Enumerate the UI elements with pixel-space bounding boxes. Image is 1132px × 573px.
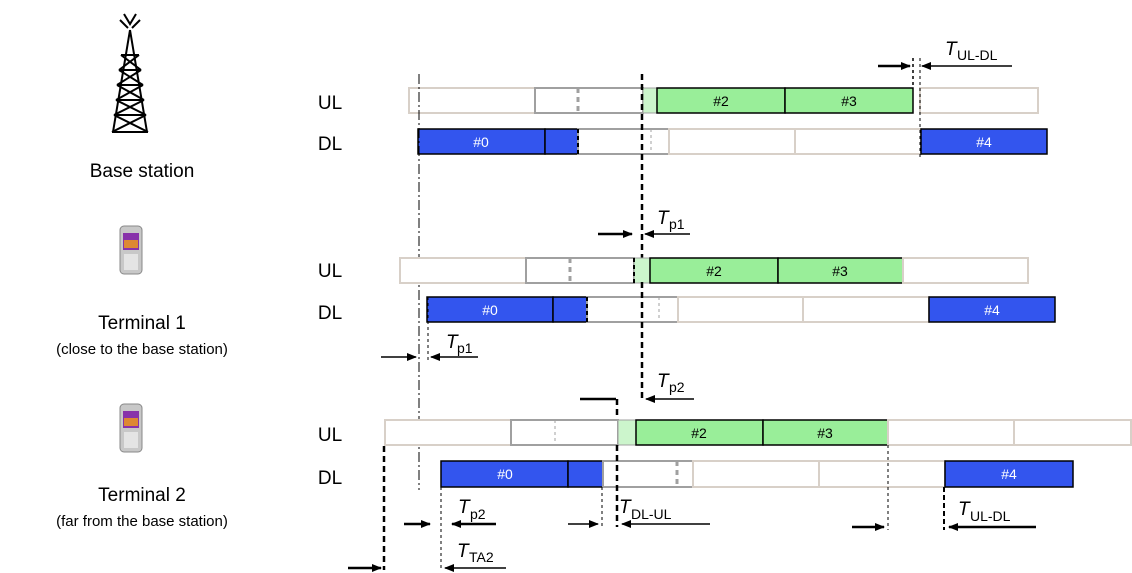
t2-dl-row: #0 #4 bbox=[440, 460, 1074, 488]
base-dl-subframe-0-label: #0 bbox=[473, 134, 489, 150]
t-p2-upper-symbol: T bbox=[657, 371, 670, 392]
base-station-label: Base station bbox=[90, 161, 195, 182]
t1-dl-row: #0 #4 bbox=[426, 296, 1056, 323]
t2-dl-subframe-4 bbox=[944, 460, 1074, 488]
t-p1-upper-annotation: T p1 bbox=[598, 208, 690, 238]
t-ta2-subscript: TA2 bbox=[469, 549, 494, 565]
t-p1-upper-subscript: p1 bbox=[669, 216, 685, 232]
terminal-1-note: (close to the base station) bbox=[56, 341, 228, 358]
t-ul-dl-lower-subscript: UL-DL bbox=[970, 508, 1011, 524]
ul-label-t1: UL bbox=[318, 261, 342, 282]
base-ul-subframe-2-label: #2 bbox=[713, 93, 729, 109]
t-dl-ul-annotation: T DL-UL bbox=[568, 497, 710, 528]
base-station-tower-icon bbox=[111, 13, 149, 133]
t1-dl-subframe-4-label: #4 bbox=[984, 302, 1000, 318]
terminal-2-label: Terminal 2 bbox=[98, 485, 186, 506]
t1-dl-subframe-0 bbox=[426, 296, 554, 323]
t-p2-lower-subscript: p2 bbox=[470, 506, 486, 522]
t-p1-lower-symbol: T bbox=[446, 332, 459, 353]
ul-label-t2: UL bbox=[318, 425, 342, 446]
base-ul-subframe-3-label: #3 bbox=[841, 93, 857, 109]
t-p1-upper-symbol: T bbox=[657, 208, 670, 229]
t-p2-lower-annotation: T p2 bbox=[404, 497, 496, 528]
dl-label-t1: DL bbox=[318, 303, 342, 324]
base-ul-row: #2 #3 bbox=[408, 87, 1039, 114]
terminal-2-phone-icon bbox=[119, 403, 143, 453]
base-dl-subframe-4-label: #4 bbox=[976, 134, 992, 150]
dl-label-t2: DL bbox=[318, 468, 342, 489]
t-p2-lower-symbol: T bbox=[458, 497, 471, 518]
t-ul-dl-top-annotation: T UL-DL bbox=[878, 39, 1012, 160]
base-dl-subframe-4 bbox=[920, 128, 1048, 155]
t-dl-ul-subscript: DL-UL bbox=[631, 506, 672, 522]
t2-ul-subframe-2-label: #2 bbox=[691, 425, 707, 441]
t2-ul-row: #2 #3 bbox=[384, 419, 1132, 446]
dl-label-base: DL bbox=[318, 134, 342, 155]
t1-dl-subframe-4 bbox=[928, 296, 1056, 323]
t1-ul-subframe-3-label: #3 bbox=[832, 263, 848, 279]
t-ta2-symbol: T bbox=[457, 541, 470, 562]
t1-ul-subframe-3 bbox=[777, 257, 904, 284]
t-p2-upper-subscript: p2 bbox=[669, 379, 685, 395]
t2-ul-subframe-2 bbox=[635, 419, 764, 446]
t2-ul-subframe-3 bbox=[762, 419, 889, 446]
t2-dl-subframe-0-label: #0 bbox=[497, 466, 513, 482]
t1-ul-subframe-2-label: #2 bbox=[706, 263, 722, 279]
ul-label-base: UL bbox=[318, 93, 342, 114]
t1-ul-row: #2 #3 bbox=[399, 257, 1029, 284]
t-dl-ul-symbol: T bbox=[619, 497, 632, 518]
t1-ul-subframe-2 bbox=[649, 257, 779, 284]
t-p1-lower-subscript: p1 bbox=[457, 340, 473, 356]
t-p1-lower-annotation: T p1 bbox=[381, 332, 478, 361]
t-ul-dl-lower-annotation: T UL-DL bbox=[852, 499, 1036, 531]
base-ul-subframe-3 bbox=[784, 87, 914, 114]
base-dl-row: #0 #4 bbox=[417, 128, 1048, 155]
t-ul-dl-top-subscript: UL-DL bbox=[957, 47, 998, 63]
t-ul-dl-lower-symbol: T bbox=[958, 499, 971, 520]
terminal-1-phone-icon bbox=[119, 225, 143, 275]
t2-dl-subframe-4-label: #4 bbox=[1001, 466, 1017, 482]
t2-ul-subframe-3-label: #3 bbox=[817, 425, 833, 441]
terminal-2-note: (far from the base station) bbox=[56, 513, 228, 530]
terminal-1-label: Terminal 1 bbox=[98, 313, 186, 334]
t-ta2-annotation: T TA2 bbox=[348, 541, 506, 572]
t-ul-dl-top-symbol: T bbox=[945, 39, 958, 60]
t1-dl-subframe-0-label: #0 bbox=[482, 302, 498, 318]
